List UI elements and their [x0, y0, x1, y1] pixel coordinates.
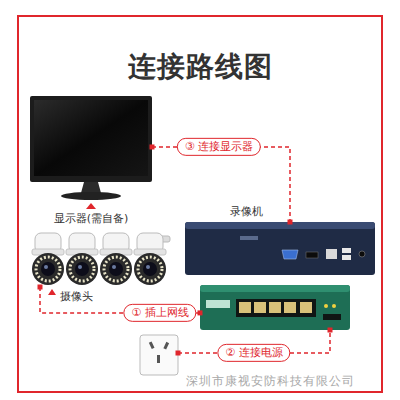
end-marker [38, 285, 43, 290]
monitor-base [61, 192, 121, 200]
end-marker [150, 144, 155, 149]
switch-picture [200, 285, 350, 330]
nvr-top [185, 222, 375, 229]
end-marker [198, 310, 203, 315]
watermark: 深圳市康视安防科技有限公司 [186, 373, 355, 390]
cameras-picture [32, 233, 170, 295]
end-marker [288, 220, 293, 225]
device-label: 摄像头 [60, 290, 93, 303]
lan-port [326, 249, 337, 259]
dashed-connector [152, 147, 290, 222]
monitor-node: 显示器(需自备) [30, 96, 152, 200]
step-label: ③ 连接显示器 [177, 138, 261, 156]
camera-node: 摄像头 [28, 233, 170, 287]
nvr-picture [185, 222, 375, 275]
end-marker [328, 328, 333, 333]
device-label: 显示器(需自备) [54, 212, 129, 225]
step-label: ② 连接电源 [217, 344, 290, 362]
status-led [324, 304, 328, 308]
usb-port [342, 248, 351, 253]
diagram-title: 连接路线图 [0, 48, 400, 86]
nvr-body [185, 222, 375, 275]
lan-port [254, 302, 266, 313]
monitor-screen [34, 100, 148, 176]
power-jack [359, 251, 365, 257]
usb-port [342, 255, 351, 260]
monitor-neck [81, 182, 101, 193]
socket-hole [149, 341, 155, 349]
monitor-bezel [30, 96, 152, 182]
hdmi-port [306, 252, 318, 258]
socket-hole [163, 342, 169, 350]
device-label: 录像机 [230, 205, 263, 218]
lan-port [300, 302, 312, 313]
switch-plate [206, 300, 230, 308]
switch-top [200, 285, 350, 292]
socket-hole [157, 355, 160, 363]
socket-plate [140, 335, 178, 375]
end-marker [176, 351, 181, 356]
switch-node [200, 285, 350, 330]
socket-node [140, 335, 178, 375]
switch-body [200, 285, 350, 330]
power-socket [323, 314, 341, 320]
wall-socket-picture [140, 335, 178, 375]
step-label: ① 插上网线 [123, 304, 196, 322]
lan-port [239, 302, 251, 313]
vga-port [282, 250, 298, 259]
lan-port [284, 302, 296, 313]
recorder-node: 录像机 [185, 222, 375, 275]
nvr-plate [240, 236, 258, 240]
pointer-triangle [48, 289, 56, 295]
lan-port [269, 302, 281, 313]
monitor-picture [30, 96, 152, 209]
port-panel [236, 299, 316, 317]
pointer-triangle [86, 203, 96, 209]
status-led [332, 304, 336, 308]
